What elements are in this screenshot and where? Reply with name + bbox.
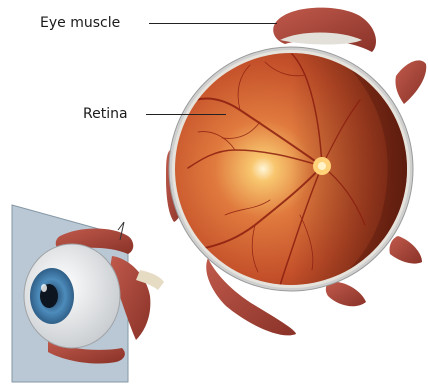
muscle-right-upper bbox=[395, 60, 426, 104]
muscle-bottom-right bbox=[326, 282, 366, 306]
retina-leader-line bbox=[146, 114, 226, 115]
muscle-top bbox=[273, 8, 376, 52]
muscle-right-lower bbox=[389, 236, 422, 264]
retina-label: Retina bbox=[83, 106, 128, 122]
eye-muscle-leader-line bbox=[149, 23, 277, 24]
eye-muscle-label: Eye muscle bbox=[40, 15, 120, 31]
small-eye-inset bbox=[12, 205, 164, 382]
